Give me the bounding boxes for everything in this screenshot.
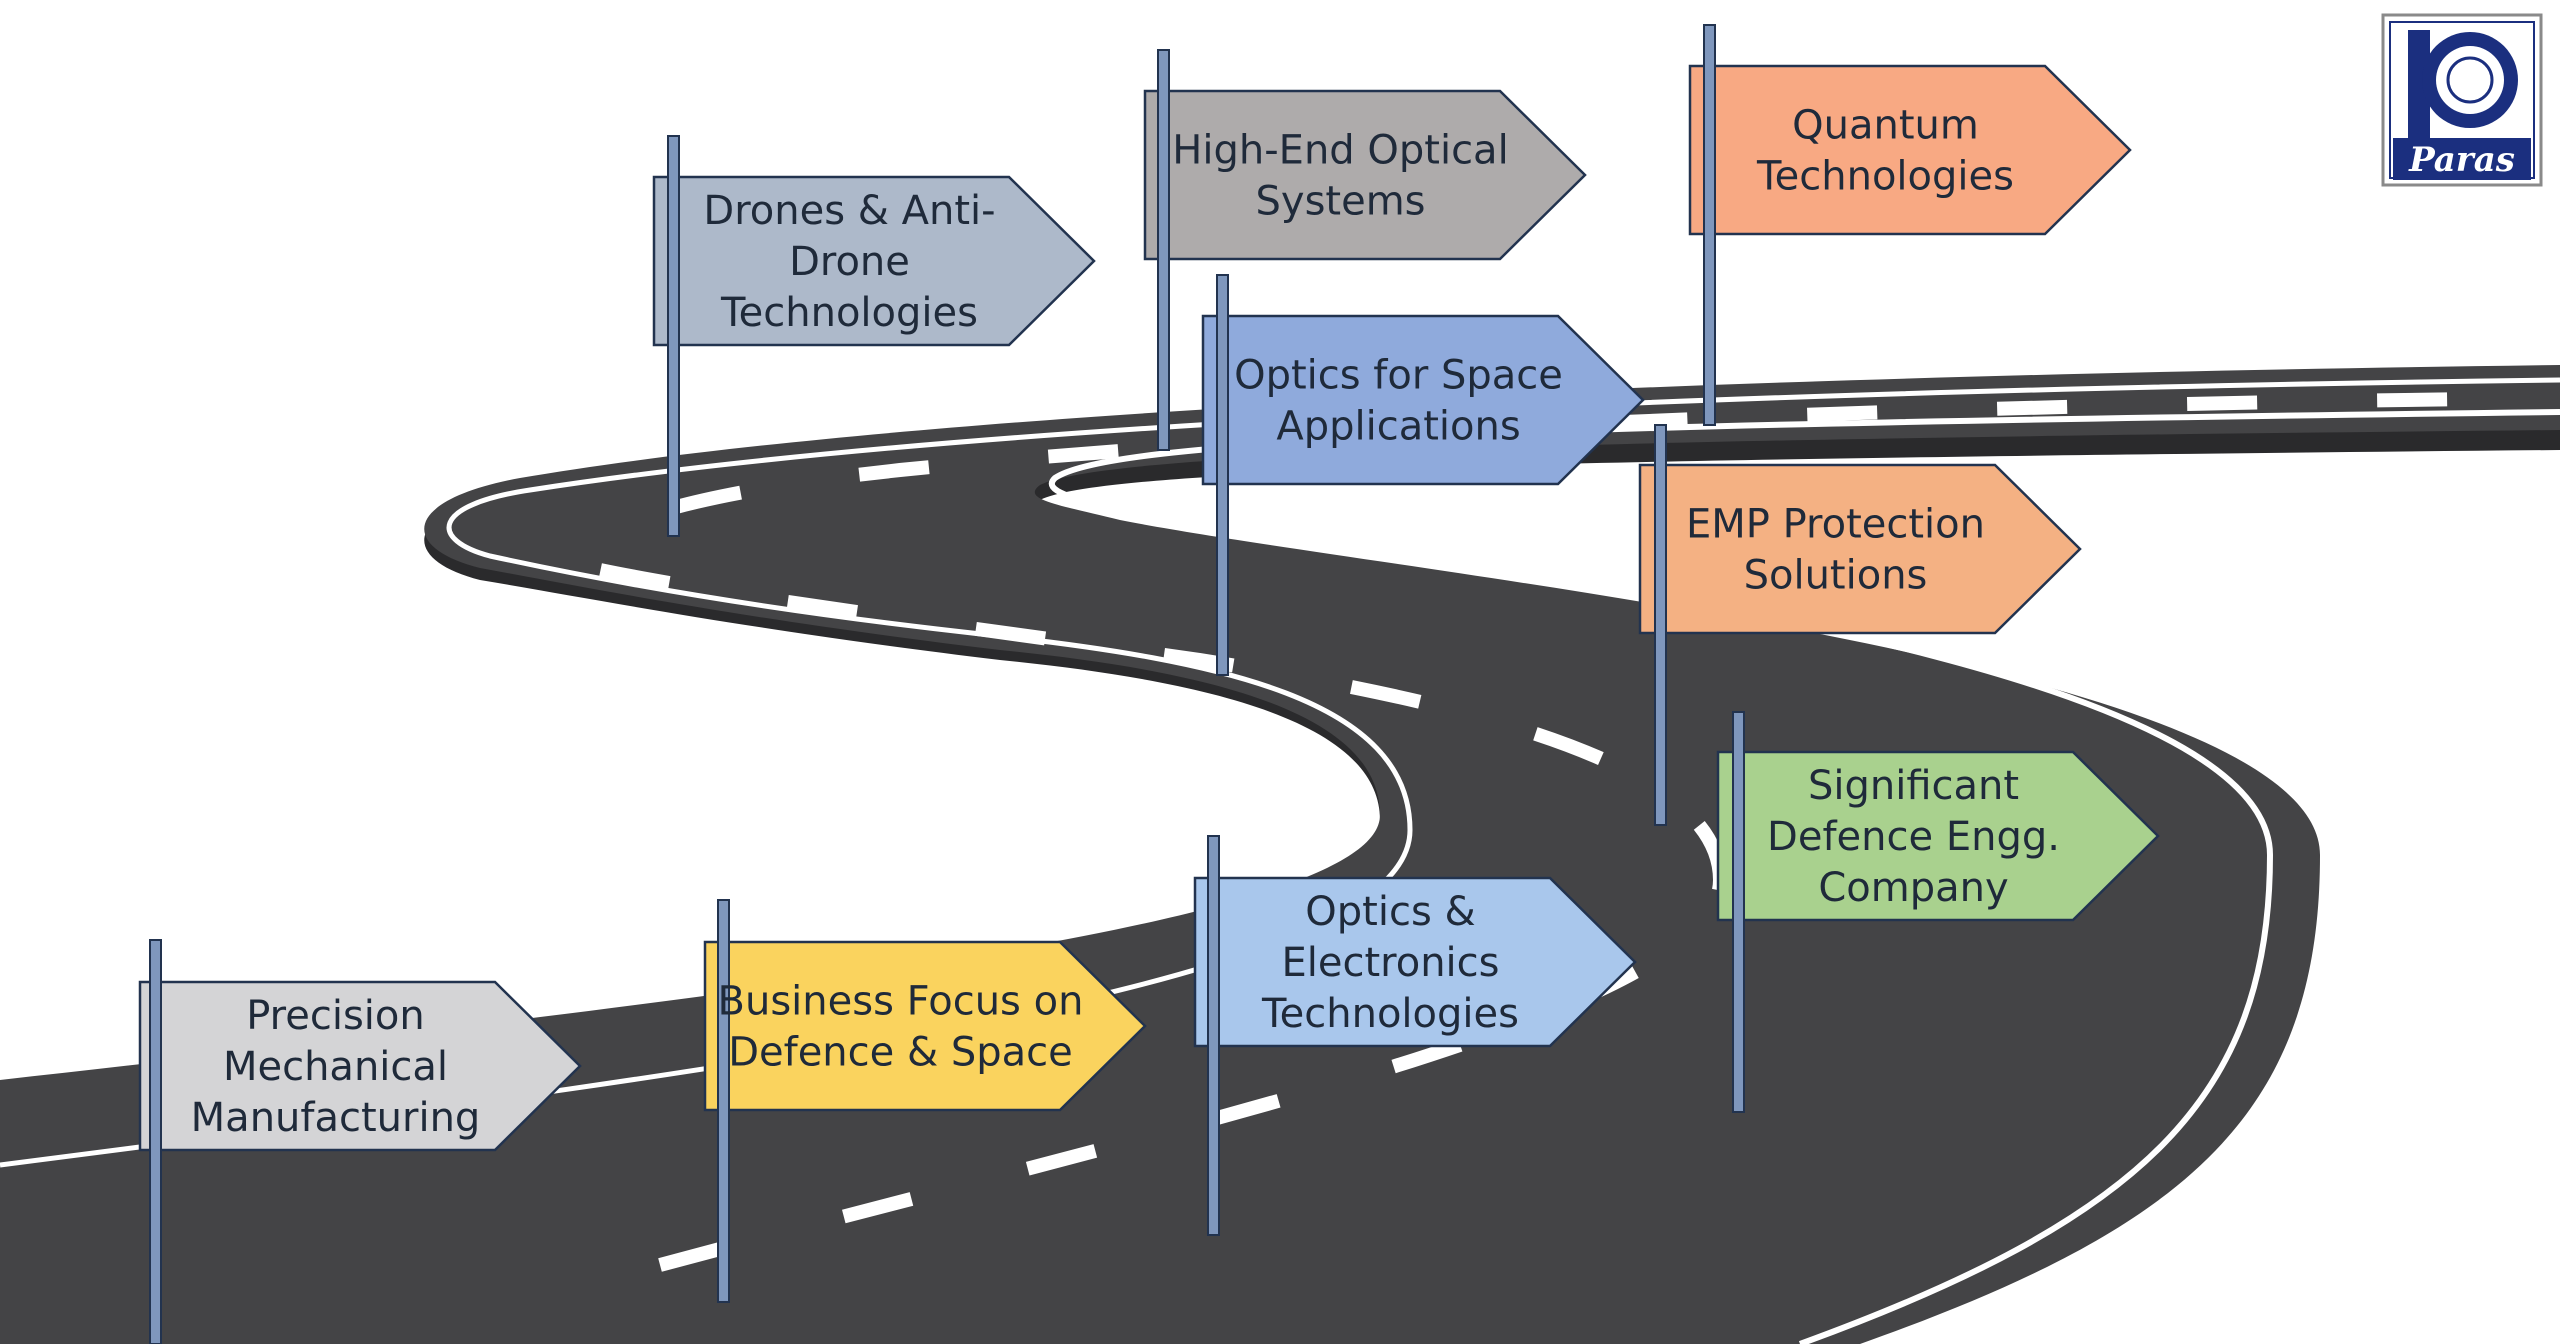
road [0, 365, 2560, 1344]
road-edge-line-inner [0, 377, 2560, 1168]
logo-name: Paras [2408, 140, 2515, 180]
sign-board [1638, 463, 2082, 635]
sign-label-line: Optics for Space [1234, 353, 1563, 399]
sign-pole [149, 939, 162, 1344]
sign-label-line: Technologies [1261, 991, 1519, 1037]
sign-pole [1207, 835, 1220, 1236]
sign-board [138, 980, 582, 1152]
sign-board [1201, 314, 1645, 486]
sign-label-line: Drones & Anti- [703, 188, 995, 234]
sign-label-line: EMP Protection [1686, 502, 1985, 548]
sign-label-line: Systems [1256, 179, 1426, 225]
sign-pole [717, 899, 730, 1303]
sign-label-line: Defence & Space [728, 1030, 1073, 1076]
sign-label-line: Quantum [1792, 103, 1979, 149]
sign-label-line: Drone [789, 239, 910, 285]
sign-label-line: Manufacturing [191, 1095, 481, 1141]
sign-label-line: Optics & [1305, 889, 1475, 935]
logo-p-stem [2408, 30, 2430, 140]
sign-label-line: Company [1818, 865, 2008, 911]
sign-label-line: Mechanical [223, 1044, 448, 1090]
logo-emblem-core [2446, 56, 2494, 104]
sign-label-line: Precision [246, 993, 424, 1039]
sign-label-line: Business Focus on [718, 979, 1084, 1025]
sign-label-line: Significant [1808, 763, 2019, 809]
road-surface [0, 365, 2560, 1344]
sign-board [1688, 64, 2132, 236]
sign-label-line: Defence Engg. [1767, 814, 2060, 860]
logo-emblem-ring [2436, 46, 2504, 114]
sign-pole [1216, 274, 1229, 676]
sign-label-line: Applications [1276, 404, 1520, 450]
sign-pole [1654, 424, 1667, 826]
sign-label-line: High-End Optical [1172, 128, 1508, 174]
sign-board [1193, 876, 1637, 1048]
sign-pole [1157, 49, 1170, 451]
sign-pole [667, 135, 680, 537]
sign-board [652, 175, 1096, 347]
sign-label-line: Solutions [1744, 553, 1928, 599]
sign-label-line: Electronics [1281, 940, 1499, 986]
sign-board [1716, 750, 2160, 922]
sign-board [1143, 89, 1587, 261]
paras-logo: Paras [2381, 13, 2543, 187]
sign-pole [1703, 24, 1716, 426]
sign-pole [1732, 711, 1745, 1113]
sign-label-line: Technologies [720, 290, 978, 336]
sign-business-focus: Business Focus on Defence & Space [703, 899, 1147, 1303]
sign-label-line: Technologies [1756, 154, 2014, 200]
logo-name-band [2393, 138, 2531, 180]
sign-board [703, 940, 1147, 1112]
